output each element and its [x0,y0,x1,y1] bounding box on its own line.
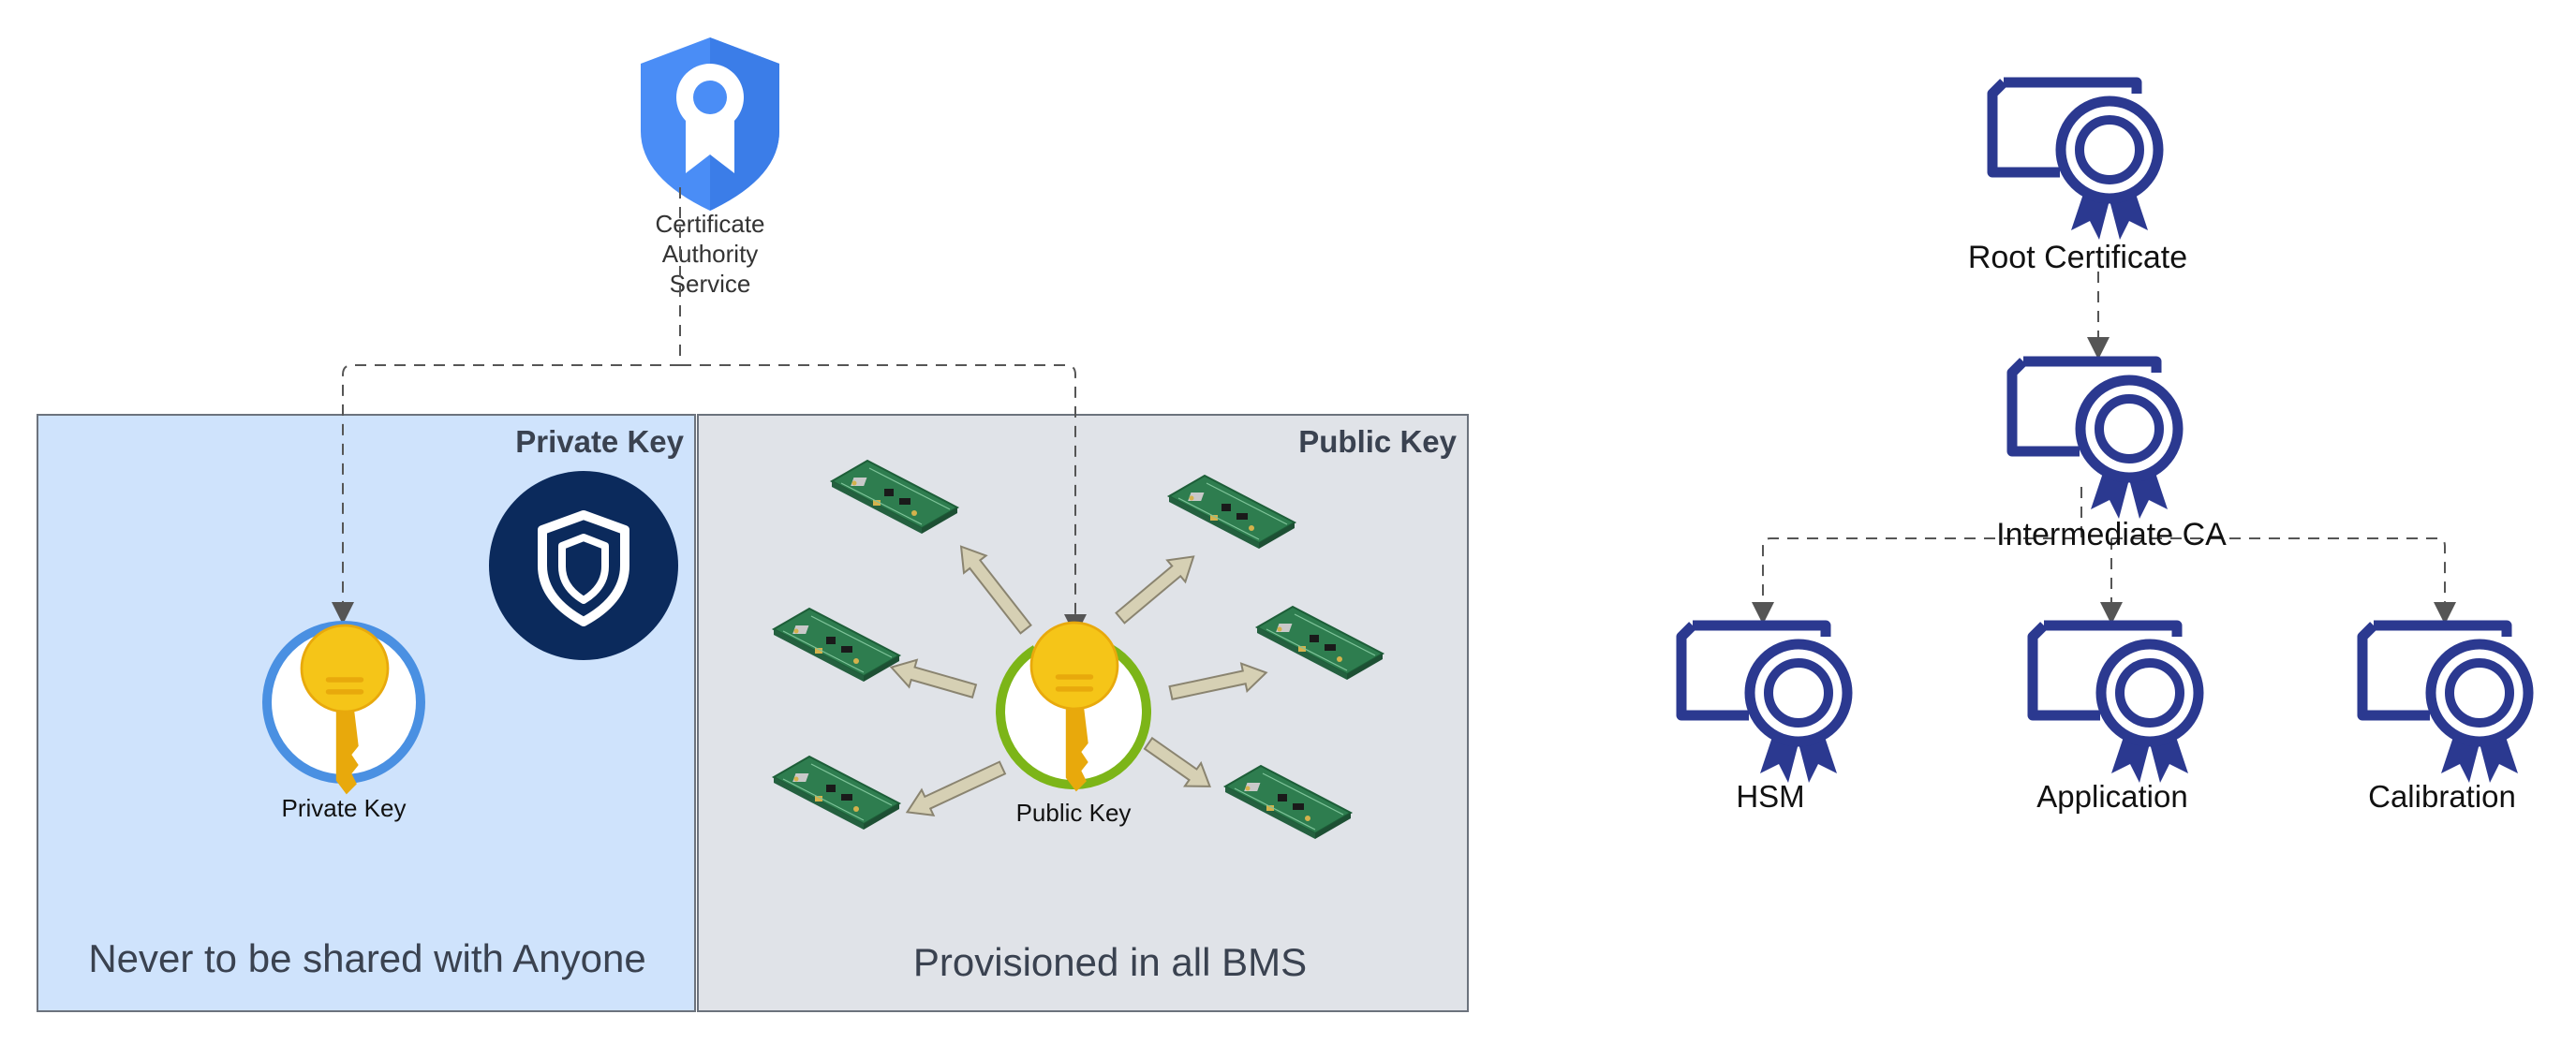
public-key-label: Public Key [1016,799,1132,827]
calibration-certificate-icon [2362,625,2528,783]
hsm-label: HSM [1736,779,1804,814]
hsm-certificate-icon [1681,625,1847,783]
public-panel-footer: Provisioned in all BMS [913,940,1307,984]
distribution-arrows [889,545,1268,816]
public-key-icon [996,621,1151,793]
private-key-label: Private Key [282,794,407,822]
private-panel-footer: Never to be shared with Anyone [88,936,645,980]
shield-icon [489,471,678,660]
private-key-icon [262,621,425,796]
application-label: Application [2036,779,2187,814]
intermediate-ca-icon [2012,361,2178,519]
root-certificate-label: Root Certificate [1968,240,2187,275]
intermediate-ca-label: Intermediate CA [1996,517,2227,552]
certificate-authority-icon [641,37,779,211]
private-panel-title: Private Key [515,424,684,459]
ca-label-line-1: Certificate [655,210,764,238]
application-certificate-icon [2033,625,2198,783]
ca-label-line-3: Service [670,270,751,298]
ca-label-line-2: Authority [662,240,759,268]
hierarchy-connectors [1752,272,2456,625]
public-panel-title: Public Key [1298,424,1457,459]
calibration-label: Calibration [2368,779,2516,814]
root-certificate-icon [1992,82,2158,240]
ca-connector-lines [332,187,1087,637]
